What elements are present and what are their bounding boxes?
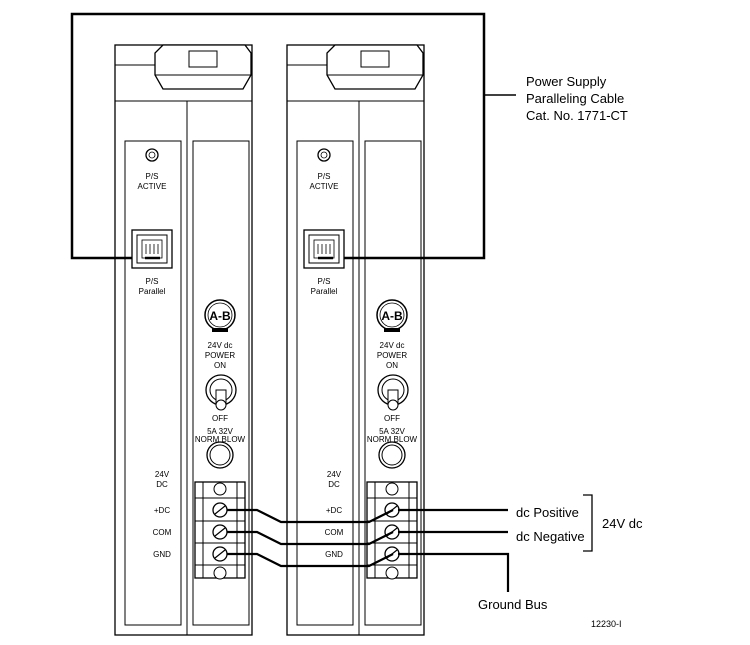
ps-parallel-label: Parallel xyxy=(139,287,166,296)
power-off-label: OFF xyxy=(212,414,228,423)
supply-voltage-bracket xyxy=(583,494,593,552)
wire-com-interconnect xyxy=(227,530,394,546)
power-supply-module-right: P/S ACTIVE P/S Parallel A-B 24V dc POWER… xyxy=(286,44,425,636)
cable-callout-label: Cat. No. 1771-CT xyxy=(526,108,628,123)
paralleling-cable xyxy=(70,12,486,260)
ps-active-label: ACTIVE xyxy=(138,182,167,191)
wire-plus-dc-interconnect xyxy=(227,508,394,524)
power-supply-module-left: P/S ACTIVE P/S Parallel A-B 24V dc POWER… xyxy=(114,44,253,636)
fuse-label: NORM BLOW xyxy=(195,435,246,444)
power-switch-label: POWER xyxy=(377,351,407,360)
power-off-label: OFF xyxy=(384,414,400,423)
ps-parallel-label: Parallel xyxy=(311,287,338,296)
dc-positive-label: dc Positive xyxy=(516,505,579,520)
wire-gnd-interconnect xyxy=(227,552,394,568)
power-switch-label: POWER xyxy=(205,351,235,360)
wire-ground-bus xyxy=(398,552,510,592)
dc-negative-label: dc Negative xyxy=(516,529,585,544)
power-on-label: ON xyxy=(386,361,398,370)
dc-voltage-label: 24V xyxy=(327,470,342,479)
fuse-label: 5A 32V xyxy=(379,427,405,436)
dc-voltage-label: 24V xyxy=(155,470,170,479)
dc-voltage-label: DC xyxy=(328,480,340,489)
ps-parallel-label: P/S xyxy=(146,277,159,286)
ps-active-label: P/S xyxy=(318,172,331,181)
terminal-label-gnd: GND xyxy=(153,550,171,559)
power-switch-label: 24V dc xyxy=(208,341,233,350)
ps-active-label: ACTIVE xyxy=(310,182,339,191)
ps-parallel-label: P/S xyxy=(318,277,331,286)
power-on-label: ON xyxy=(214,361,226,370)
cable-callout-label: Power Supply xyxy=(526,74,607,89)
dc-voltage-label: DC xyxy=(156,480,168,489)
cable-callout-label: Paralleling Cable xyxy=(526,91,624,106)
terminal-label-gnd: GND xyxy=(325,550,343,559)
supply-voltage-label: 24V dc xyxy=(602,516,643,531)
terminal-label-com: COM xyxy=(325,528,344,537)
figure-id: 12230-I xyxy=(591,619,622,629)
allen-bradley-logo: A-B xyxy=(381,309,403,323)
terminal-label-com: COM xyxy=(153,528,172,537)
fuse-label: NORM BLOW xyxy=(367,435,418,444)
allen-bradley-logo: A-B xyxy=(209,309,231,323)
terminal-label-plus-dc: +DC xyxy=(154,506,170,515)
ps-active-label: P/S xyxy=(146,172,159,181)
power-switch-label: 24V dc xyxy=(380,341,405,350)
fuse-label: 5A 32V xyxy=(207,427,233,436)
ground-bus-label: Ground Bus xyxy=(478,597,548,612)
terminal-label-plus-dc: +DC xyxy=(326,506,342,515)
